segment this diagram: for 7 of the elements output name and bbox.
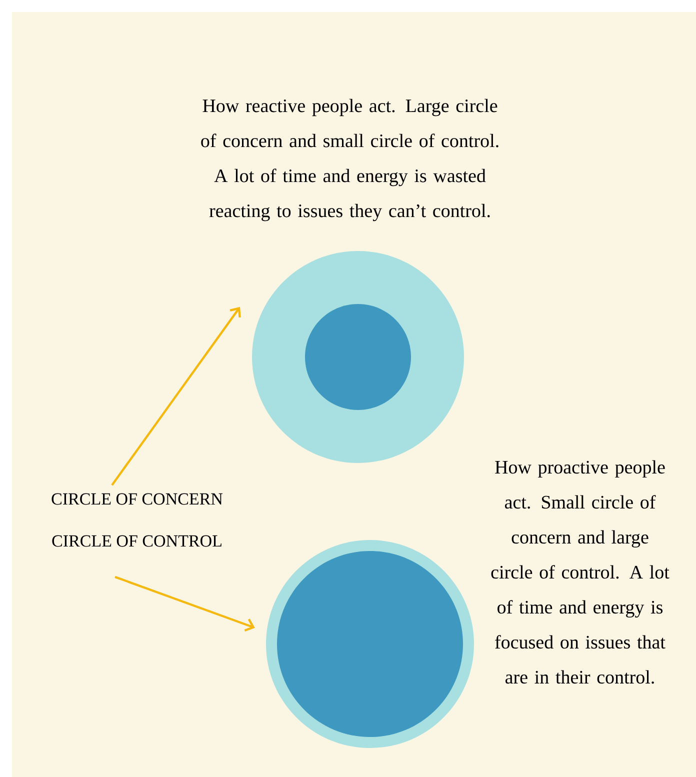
circle (305, 304, 411, 410)
arrow (114, 576, 255, 632)
circle-label: CIRCLE OF CONCERN CIRCLE OF CONTROL (52, 493, 223, 547)
description-text: How proactive people act. Small circle of concern and large circle of control. A lot of time and energy is focused on issues that are in their control. (491, 460, 670, 684)
arrow (111, 306, 241, 486)
circle (277, 551, 463, 737)
description-text: How reactive people act. Large circle of concern and small circle of control. A lot of time and energy is wasted reacting to issues they can’t control. (201, 98, 498, 222)
